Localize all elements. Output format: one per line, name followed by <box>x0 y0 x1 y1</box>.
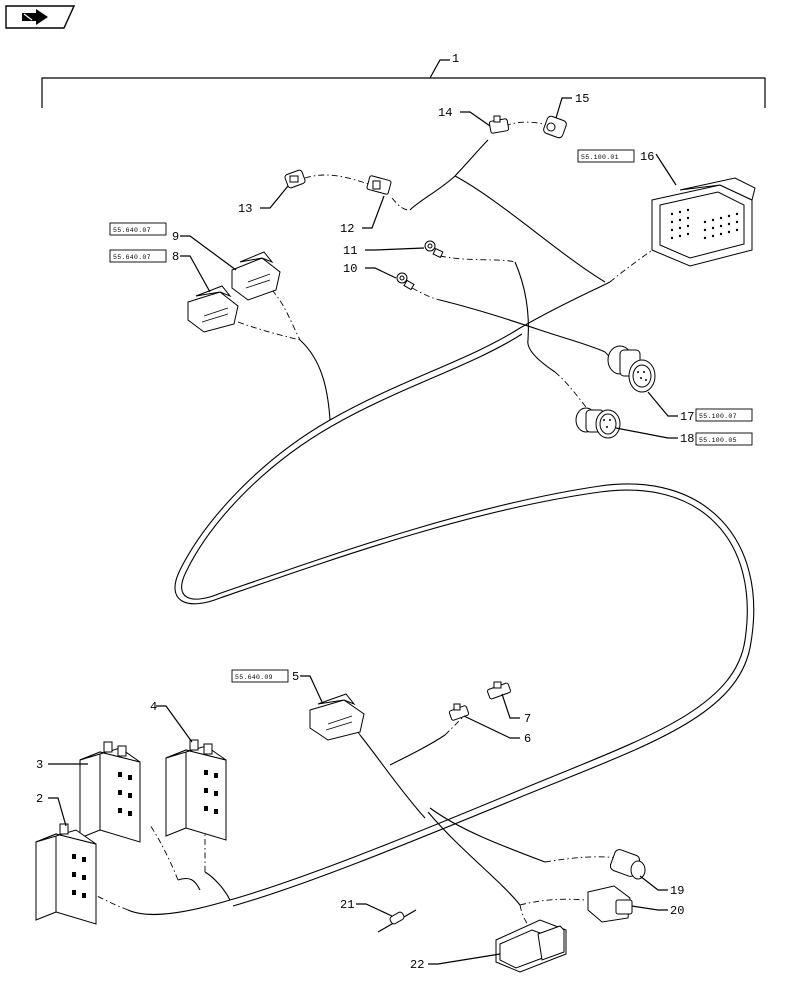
connector-7 <box>487 681 511 700</box>
ref-box-18[interactable]: 55.100.05 <box>695 432 753 446</box>
ref-box-9[interactable]: 55.640.07 <box>109 222 167 236</box>
callout-18: 18 <box>680 432 694 446</box>
round-connector-17 <box>607 345 656 393</box>
fuse-block-2 <box>35 823 97 925</box>
connector-20 <box>587 885 633 923</box>
connector-8 <box>187 285 239 333</box>
round-connector-18 <box>575 407 621 439</box>
callout-19: 19 <box>670 884 684 898</box>
leader-lines <box>48 97 678 965</box>
connector-15 <box>543 115 567 139</box>
main-harness-wires <box>127 139 755 915</box>
ring-terminal-11 <box>424 240 444 259</box>
callout-14: 14 <box>438 106 452 120</box>
callout-12: 12 <box>340 222 354 236</box>
callout-4: 4 <box>150 700 157 714</box>
ring-terminal-10 <box>396 272 415 291</box>
connector-9 <box>231 251 281 301</box>
connector-6 <box>448 703 470 721</box>
ref-label-8: 55.640.07 <box>113 254 151 261</box>
callout-5: 5 <box>292 670 299 684</box>
ref-label-9: 55.640.07 <box>113 227 151 234</box>
callout-20: 20 <box>670 904 684 918</box>
connector-19 <box>609 849 646 880</box>
ref-box-8[interactable]: 55.640.07 <box>109 249 167 263</box>
connector-22 <box>495 919 567 973</box>
connector-5 <box>309 693 365 741</box>
fuse-block-3 <box>79 741 141 843</box>
callout-15: 15 <box>575 92 589 106</box>
callout-22: 22 <box>410 958 424 972</box>
callout-1: 1 <box>452 52 459 66</box>
callout-21: 21 <box>340 898 354 912</box>
ref-label-17: 55.100.07 <box>699 413 737 420</box>
callout-16: 16 <box>640 150 654 164</box>
callout-17: 17 <box>680 410 694 424</box>
callout-8: 8 <box>172 250 179 264</box>
harness-assembly-bracket <box>41 59 766 108</box>
connector-13 <box>284 169 306 189</box>
callout-6: 6 <box>524 732 531 746</box>
ref-label-18: 55.100.05 <box>699 437 737 444</box>
callout-13: 13 <box>238 202 252 216</box>
ref-label-5: 55.640.09 <box>235 674 273 681</box>
callout-2: 2 <box>36 792 43 806</box>
callout-11: 11 <box>343 244 357 258</box>
component-21 <box>377 909 417 933</box>
ref-box-16[interactable]: 55.100.01 <box>577 149 635 163</box>
callout-7: 7 <box>524 712 531 726</box>
callout-9: 9 <box>172 230 179 244</box>
connector-16 <box>651 177 756 267</box>
connector-14 <box>488 115 510 134</box>
callout-3: 3 <box>36 758 43 772</box>
ref-box-17[interactable]: 55.100.07 <box>695 408 753 422</box>
next-page-button[interactable] <box>5 5 76 29</box>
ref-box-5[interactable]: 55.640.09 <box>231 669 289 683</box>
connector-12 <box>366 175 392 195</box>
ref-label-16: 55.100.01 <box>581 154 619 161</box>
next-page-arrow-icon <box>22 9 48 25</box>
callout-10: 10 <box>343 262 357 276</box>
fuse-block-4 <box>165 739 227 841</box>
